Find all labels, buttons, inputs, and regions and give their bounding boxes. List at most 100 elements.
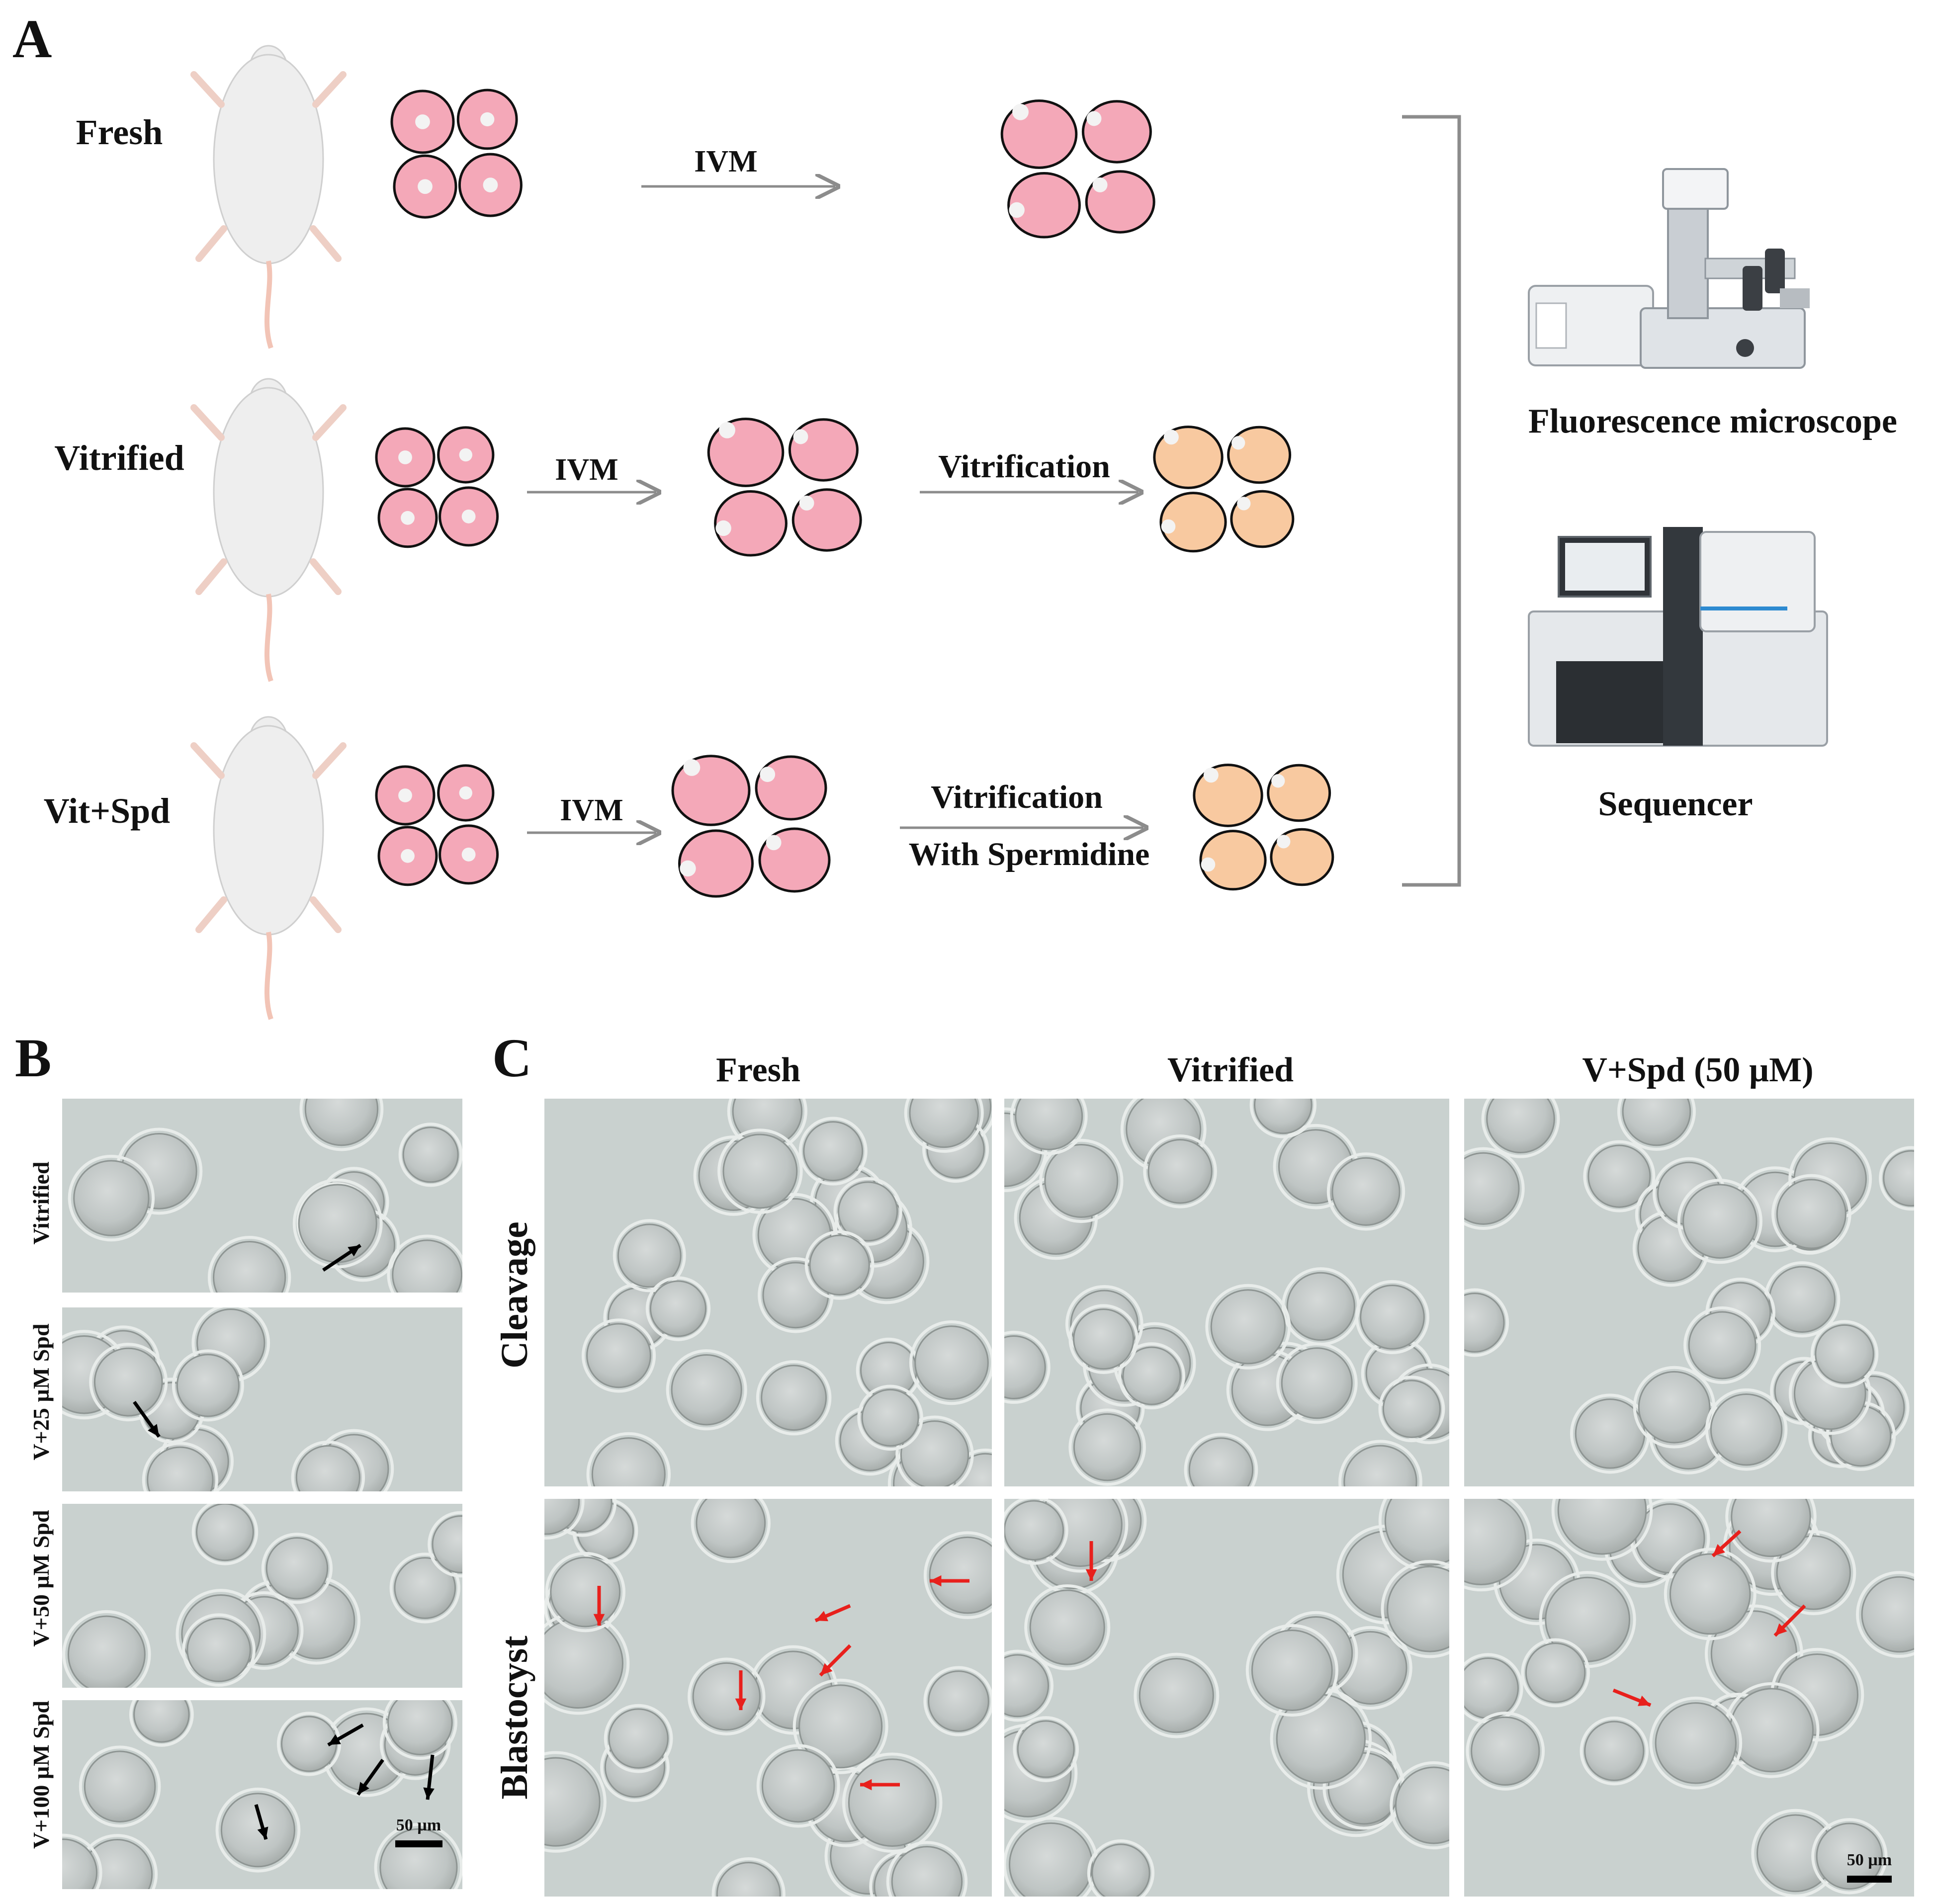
embryo-cell	[809, 1234, 870, 1296]
oocyte-nucleus	[459, 786, 473, 800]
embryo-cell	[1004, 1500, 1064, 1561]
zona-pellucida	[1521, 1638, 1590, 1708]
embryo-cell	[1122, 1346, 1181, 1405]
embryo-cell	[1557, 1499, 1647, 1555]
polar-body	[1203, 768, 1219, 783]
embryo-cell	[591, 1437, 666, 1486]
embryo-cell	[1147, 1139, 1213, 1204]
embryo-cell	[1009, 1822, 1093, 1897]
indicator-arrow	[1085, 1541, 1097, 1581]
group-label-fresh: Fresh	[76, 112, 163, 152]
embryo-cell	[671, 1354, 742, 1426]
zona-pellucida	[909, 1320, 992, 1405]
embryo-cell	[298, 1184, 377, 1263]
cell-layer	[62, 1307, 394, 1491]
embryo-cell	[295, 1445, 360, 1491]
embryo-cell	[1281, 1347, 1353, 1419]
zona-pellucida	[1551, 1499, 1653, 1561]
oocyte-nucleus	[398, 788, 412, 802]
row-label-b-25: V+25 µM Spd	[28, 1323, 54, 1461]
embryo-cell	[176, 1354, 240, 1417]
zona-pellucida	[1683, 1306, 1761, 1385]
polar-body	[680, 860, 696, 877]
zona-pellucida	[1856, 1571, 1914, 1658]
oocyte-groups	[375, 88, 1334, 898]
column-label-vspd: V+Spd (50 µM)	[1582, 1051, 1813, 1089]
embryo-cell	[93, 1347, 163, 1417]
embryo-cell	[928, 1670, 989, 1732]
indicator-arrow	[1711, 1530, 1742, 1558]
zona-pellucida	[1004, 1649, 1054, 1722]
zona-pellucida	[1004, 1499, 1068, 1565]
embryo-cell	[1669, 1553, 1751, 1635]
polar-body	[1086, 111, 1102, 126]
zona-pellucida	[833, 1177, 902, 1246]
step-label-ivm: IVM	[560, 793, 623, 827]
zona-pellucida	[842, 1752, 943, 1853]
zona-pellucida	[1677, 1179, 1762, 1264]
micrograph-image	[544, 1499, 992, 1897]
embryo-cell	[1017, 1720, 1075, 1778]
embryo-cell	[1331, 1157, 1401, 1226]
embryo-cell	[649, 1280, 706, 1337]
cell-layer	[1464, 1499, 1914, 1897]
embryo-cell	[62, 1838, 98, 1889]
polar-body	[1092, 177, 1108, 192]
embryo-cell	[1343, 1445, 1417, 1486]
embryo-cell	[1395, 1766, 1449, 1844]
embryo-cell	[891, 1846, 963, 1897]
embryo-cell	[1638, 1371, 1711, 1444]
zona-pellucida	[1134, 1652, 1220, 1738]
embryo-cell	[544, 1757, 601, 1847]
zona-pellucida	[129, 1700, 194, 1747]
zona-pellucida	[756, 1744, 840, 1828]
embryo-cell	[1525, 1643, 1586, 1703]
embryo-cell	[617, 1223, 682, 1288]
micrograph-image	[1004, 1499, 1449, 1897]
zona-pellucida	[261, 1533, 333, 1604]
scale-bar	[395, 1840, 442, 1847]
step-label-spermidine: With Spermidine	[909, 836, 1150, 872]
indicator-arrow	[860, 1779, 900, 1791]
zona-pellucida	[182, 1613, 256, 1687]
zona-pellucida	[191, 1504, 259, 1565]
embryo-cell	[803, 1121, 864, 1182]
micrograph-image	[1464, 1499, 1914, 1897]
embryo-cell	[379, 1828, 458, 1889]
output-label-microscope: Fluorescence microscope	[1528, 402, 1897, 440]
micrograph-image	[544, 1099, 992, 1486]
embryo-cell	[1210, 1289, 1286, 1365]
bracket	[1402, 115, 1461, 887]
mature-oocyte	[1199, 830, 1267, 891]
micrograph-image	[62, 1307, 462, 1491]
embryo-cell	[304, 1099, 379, 1146]
micrograph-image	[62, 1504, 462, 1688]
embryo-cell	[1360, 1285, 1425, 1350]
zona-pellucida	[688, 1657, 766, 1735]
embryo-cell	[1776, 1179, 1846, 1249]
polar-body	[719, 422, 735, 438]
zona-pellucida	[1481, 1099, 1560, 1158]
embryo-cell	[608, 1708, 669, 1769]
zona-pellucida	[1245, 1624, 1338, 1717]
oocyte-nucleus	[418, 179, 433, 194]
indicator-arrow	[133, 1400, 161, 1438]
embryo-cell	[1584, 1721, 1645, 1781]
zona-pellucida	[645, 1276, 711, 1341]
polar-body	[766, 835, 782, 851]
embryo-cell	[1486, 1099, 1555, 1153]
cell-layer	[68, 1099, 462, 1293]
zona-pellucida	[857, 1385, 923, 1451]
zona-pellucida	[904, 1099, 984, 1153]
embryo-cell	[914, 1325, 989, 1400]
step-label-vitrification: Vitrification	[938, 448, 1110, 485]
embryo-cell	[1384, 1499, 1449, 1566]
embryo-cell	[848, 1758, 937, 1847]
embryo-cell	[929, 1536, 992, 1614]
indicator-arrow	[254, 1804, 268, 1840]
embryo-cell	[838, 1181, 898, 1242]
zona-pellucida	[1118, 1342, 1185, 1410]
indicator-arrow	[423, 1754, 435, 1800]
oocyte-nucleus	[415, 114, 430, 129]
zona-pellucida	[923, 1531, 992, 1619]
